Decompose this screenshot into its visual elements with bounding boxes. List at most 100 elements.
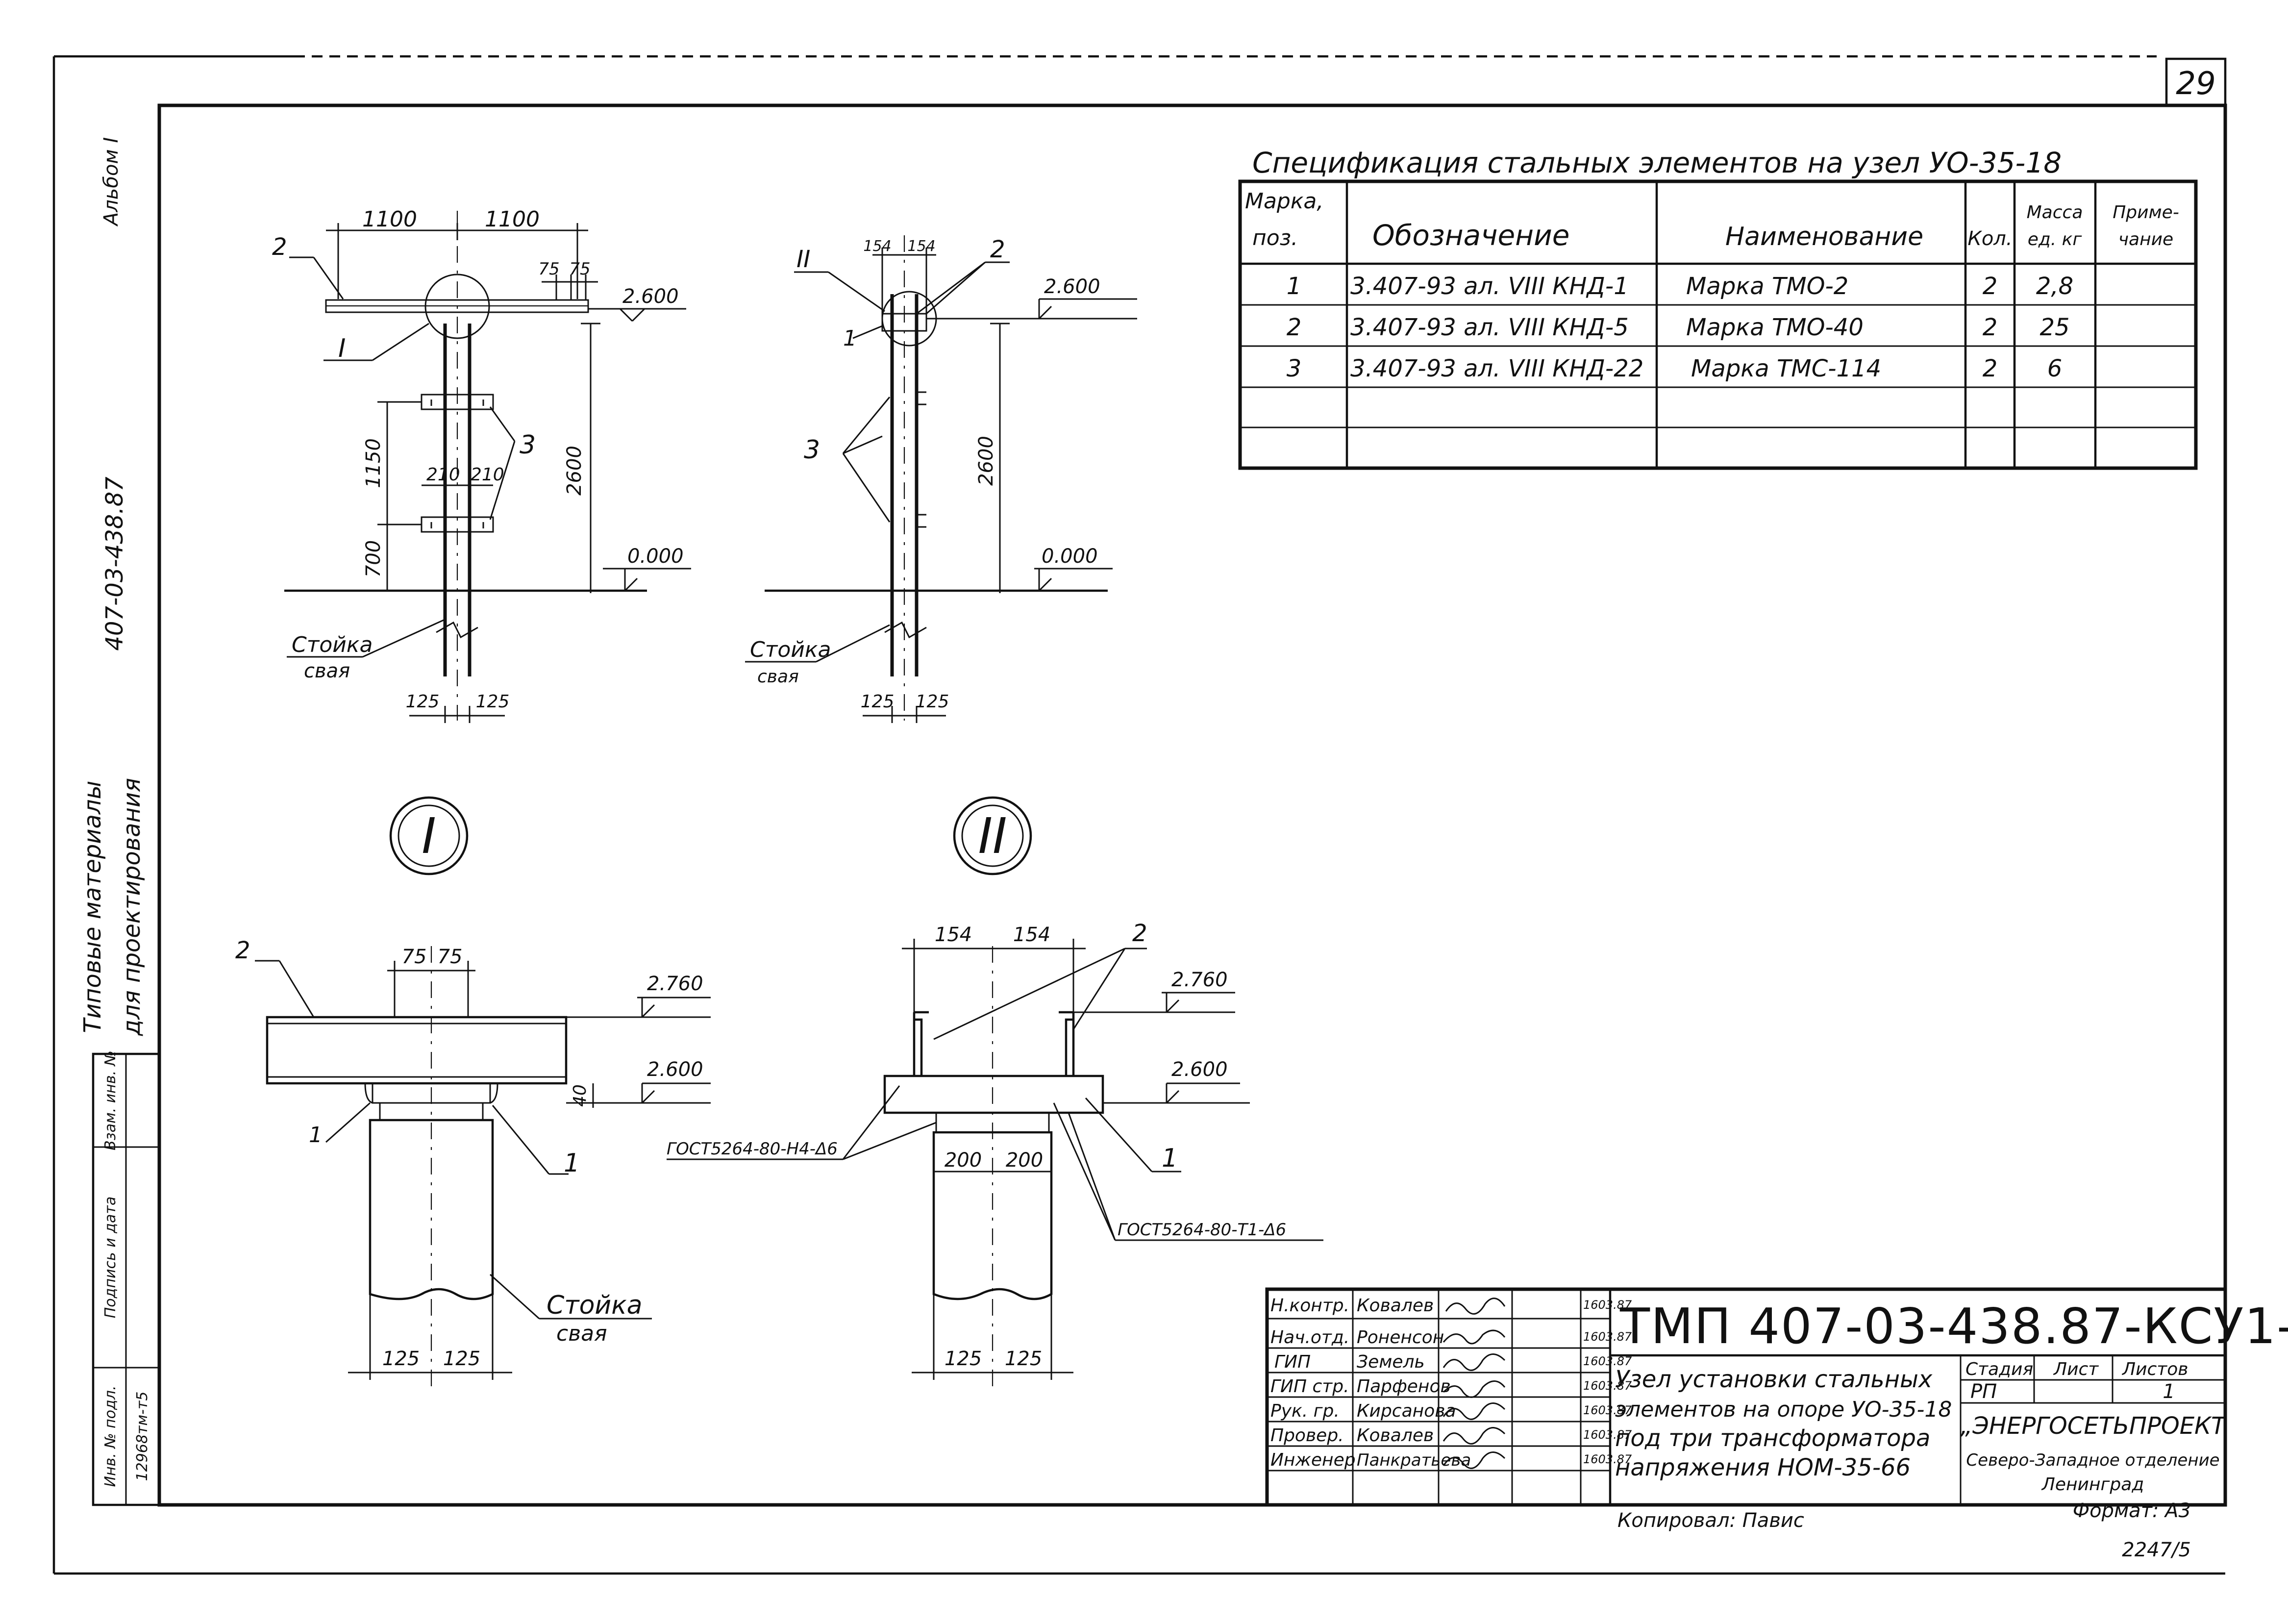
tb-name-4: Парфенов: [1357, 1376, 1451, 1397]
tb-org-3: Ленинград: [2041, 1474, 2144, 1495]
tb-date-5: 1603.87: [1583, 1403, 1632, 1417]
dim-2600-right: 2600: [975, 436, 997, 486]
tb-name-1: Ковалев: [1357, 1296, 1434, 1316]
tb-role-3: ГИП: [1274, 1352, 1311, 1372]
level-0000-left: 0.000: [627, 545, 684, 568]
detail-I-level-2760: 2.760: [647, 973, 703, 995]
spec-row-2-pos: 2: [1287, 314, 1302, 341]
tb-signature-6: [1442, 1427, 1506, 1445]
tb-signature-7: [1442, 1451, 1506, 1469]
detail-II-weld-1: ГОСТ5264-80-Н4-Δ6: [667, 1139, 838, 1159]
series-label: 407-03-438.87: [101, 476, 128, 651]
tb-date-3: 1603.87: [1583, 1354, 1632, 1368]
tb-role-7: Инженер: [1270, 1450, 1356, 1470]
level-0000-right: 0.000: [1042, 545, 1098, 568]
title-block: Н.контр. Ковалев 1603.87 Нач.отд. Роненс…: [1265, 1287, 2288, 1507]
spec-table: Спецификация стальных элементов на узел …: [1238, 146, 2198, 470]
level-2600-right: 2.600: [1044, 275, 1100, 298]
dim-75b: 75: [569, 259, 590, 279]
spec-row-3-pos: 3: [1287, 355, 1302, 382]
detail-II-pos-1: 1: [1162, 1144, 1178, 1173]
spec-head-designation: Обозначение: [1372, 219, 1569, 252]
stamp-col-repl: Взам. инв. №: [102, 1050, 119, 1150]
detail-II-level-2760: 2.760: [1171, 969, 1228, 991]
tb-org-2: Северо-Западное отделение: [1966, 1450, 2219, 1470]
tb-code: ТМП 407-03-438.87-КСУ1-18: [1619, 1298, 2288, 1355]
spec-row-1-designation: 3.407-93 ал. VIII КНД-1: [1350, 273, 1629, 300]
spec-row-3-mass: 6: [2047, 355, 2063, 382]
tb-signature-3: [1442, 1353, 1506, 1371]
pos-2-left: 2: [272, 233, 287, 261]
tb-name-2: Роненсон: [1357, 1327, 1444, 1348]
spec-row-1-name: Марка ТМО-2: [1686, 273, 1848, 300]
detail-I: I 75 75 2 2.760 2.600 40: [235, 796, 711, 1387]
tb-name-5: Кирсанова: [1357, 1401, 1456, 1421]
pile-label-1-left: Стойка: [292, 632, 373, 657]
detail-II: II 154 154 2 2.760 2.600 1: [667, 796, 1323, 1387]
detail-I-pos-1b: 1: [564, 1149, 580, 1178]
dim-125b-right: 125: [916, 692, 949, 712]
spec-row-2-qty: 2: [1983, 314, 1998, 341]
detail-I-dim-75b: 75: [438, 946, 463, 968]
pos-1-right: 1: [843, 326, 857, 351]
tb-stage: РП: [1970, 1380, 1997, 1403]
detail-II-weld-2: ГОСТ5264-80-Т1-Δ6: [1118, 1220, 1286, 1240]
dim-700: 700: [362, 540, 385, 577]
pile-label-1-right: Стойка: [750, 637, 831, 662]
tb-role-2: Нач.отд.: [1270, 1327, 1349, 1348]
tb-signature-2: [1442, 1329, 1506, 1345]
tb-desc-4: напряжения НОМ-35-66: [1615, 1454, 1911, 1481]
detail-II-dim-125b: 125: [1005, 1348, 1042, 1370]
copied-by: Копировал: Павис: [1617, 1509, 1804, 1532]
detail-I-level-2600: 2.600: [647, 1058, 703, 1081]
tb-desc-2: элементов на опоре УО-35-18: [1615, 1397, 1952, 1422]
detail-II-dim-200a: 200: [945, 1149, 982, 1172]
detail-II-dim-154a: 154: [935, 924, 972, 946]
tb-signature-5: [1442, 1402, 1506, 1420]
dim-154a-top: 154: [863, 238, 891, 255]
detail-II-label: II: [978, 807, 1007, 865]
tb-sheets-head: Листов: [2121, 1359, 2188, 1379]
tb-role-1: Н.контр.: [1270, 1296, 1349, 1316]
detail-I-dim-75a: 75: [402, 946, 427, 968]
spec-title: Спецификация стальных элементов на узел …: [1252, 146, 2062, 179]
spec-head-mass-1: Масса: [2027, 202, 2083, 223]
tb-role-6: Провер.: [1270, 1425, 1344, 1446]
dim-1100-right: 1100: [485, 207, 540, 232]
spec-row-3-designation: 3.407-93 ал. VIII КНД-22: [1350, 355, 1643, 382]
materials-line-1: Типовые материалы: [79, 780, 106, 1033]
dim-125a-right: 125: [861, 692, 895, 712]
sheet-number: 29: [2176, 66, 2215, 102]
spec-row-3-name: Марка ТМС-114: [1691, 355, 1881, 382]
detail-II-pos-2: 2: [1132, 920, 1147, 947]
spec-head-qty: Кол.: [1967, 227, 2012, 250]
detail-II-dim-200b: 200: [1006, 1149, 1043, 1172]
left-stamp: Инв. № подл. Подпись и дата Взам. инв. №…: [92, 1050, 161, 1506]
pos-3-right: 3: [804, 435, 820, 465]
spec-head-note-1: Приме-: [2113, 202, 2179, 223]
tb-date-4: 1603.87: [1583, 1379, 1632, 1393]
tb-name-7: Панкратьева: [1357, 1450, 1471, 1470]
stamp-inv-value: 12968тм-т5: [134, 1392, 151, 1481]
dim-1150: 1150: [362, 438, 385, 488]
spec-head-mark-2: поз.: [1252, 225, 1298, 250]
detail-I-pos-2: 2: [235, 937, 250, 964]
tb-signature-4: [1442, 1380, 1506, 1398]
spec-row-1-pos: 1: [1287, 273, 1302, 300]
dim-125a-left: 125: [406, 692, 440, 712]
spec-row-2-name: Марка ТМО-40: [1686, 314, 1864, 341]
node-I-mark: I: [338, 334, 346, 363]
tb-date-7: 1603.87: [1583, 1452, 1632, 1466]
tb-date-2: 1603.87: [1583, 1330, 1632, 1344]
materials-line-2: для проектирования: [118, 778, 146, 1036]
detail-II-dim-154b: 154: [1013, 924, 1050, 946]
tb-signature-1: [1445, 1298, 1506, 1315]
spec-head-name: Наименование: [1725, 222, 1923, 251]
detail-I-pile-1: Стойка: [547, 1291, 642, 1320]
spec-row-1-mass: 2,8: [2036, 273, 2073, 300]
sheet-frames: 29: [52, 55, 2227, 1575]
detail-II-dim-125a: 125: [945, 1348, 982, 1370]
tb-sheets: 1: [2163, 1380, 2175, 1403]
view-right-elevation: 154 154 II 2 1 2.600 0.000 2600 3: [745, 235, 1137, 723]
